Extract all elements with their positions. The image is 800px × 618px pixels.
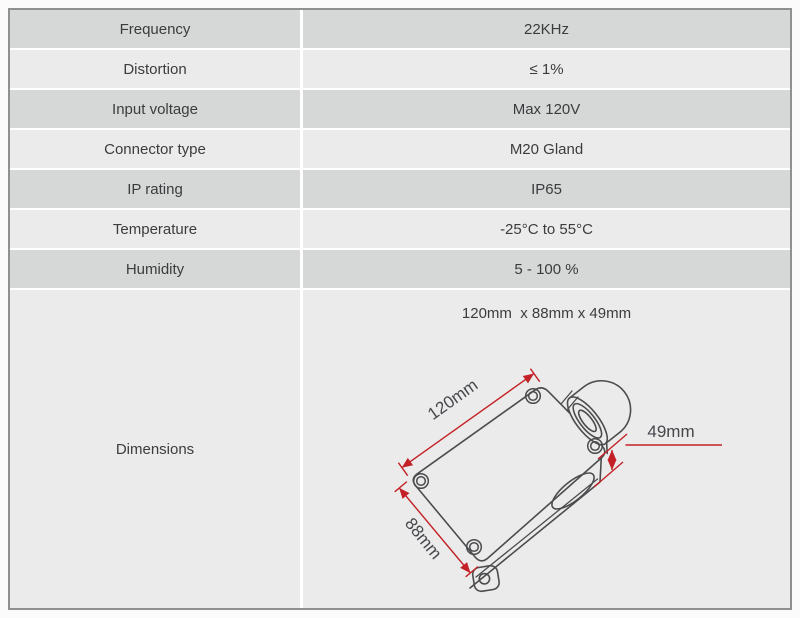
row-label: Frequency [10, 10, 303, 48]
dim-label-49mm: 49mm [647, 422, 694, 441]
row-label: Connector type [10, 130, 303, 168]
dimensions-cell: 120mm x 88mm x 49mm [303, 290, 790, 608]
spec-row-frequency: Frequency 22KHz [10, 10, 790, 50]
mounting-tab [471, 564, 500, 593]
dim-label-88mm: 88mm [401, 514, 445, 563]
spec-row-temperature: Temperature -25°C to 55°C [10, 210, 790, 250]
dimensions-value: 120mm x 88mm x 49mm [461, 305, 632, 322]
spec-row-ip-rating: IP rating IP65 [10, 170, 790, 210]
device-side-body [469, 429, 608, 593]
row-value: -25°C to 55°C [303, 210, 790, 248]
row-value: Max 120V [303, 90, 790, 128]
row-label: Input voltage [10, 90, 303, 128]
spec-row-connector-type: Connector type M20 Gland [10, 130, 790, 170]
row-value: M20 Gland [303, 130, 790, 168]
row-label: Humidity [10, 250, 303, 288]
row-value: 22KHz [303, 10, 790, 48]
row-value: 5 - 100 % [303, 250, 790, 288]
limit-switch-drawing [412, 380, 632, 593]
dimensions-label: Dimensions [10, 290, 303, 608]
spec-row-humidity: Humidity 5 - 100 % [10, 250, 790, 290]
row-label: IP rating [10, 170, 303, 208]
spec-table: Frequency 22KHz Distortion ≤ 1% Input vo… [8, 8, 792, 610]
dimension-lines [394, 368, 722, 578]
roller-head [566, 380, 632, 446]
row-label: Temperature [10, 210, 303, 248]
row-label: Distortion [10, 50, 303, 88]
dimensions-figure: 120mm 88mm 49mm [394, 368, 722, 593]
row-value: ≤ 1% [303, 50, 790, 88]
spec-row-distortion: Distortion ≤ 1% [10, 50, 790, 90]
spec-row-input-voltage: Input voltage Max 120V [10, 90, 790, 130]
row-value: IP65 [303, 170, 790, 208]
spec-row-dimensions: Dimensions 120mm x 88mm x 49mm [10, 290, 790, 608]
head-bracket [560, 390, 579, 411]
